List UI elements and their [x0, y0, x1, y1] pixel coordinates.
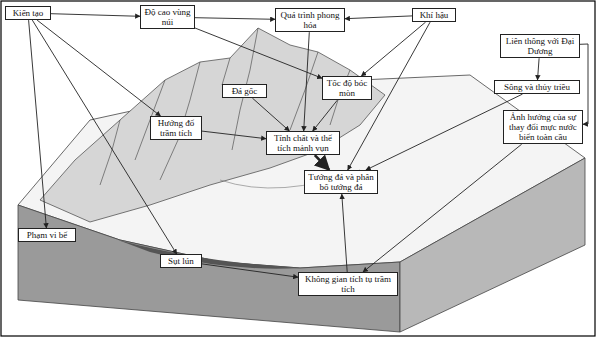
influence-arrow [51, 14, 140, 17]
factor-box: Tốc độ bóc mòn [322, 76, 372, 100]
influence-arrow [345, 16, 412, 19]
influence-arrow [304, 32, 310, 131]
factor-label: Quá trình phong hóa [279, 10, 341, 30]
factor-box: Tướng đá và phân bố tướng đá [304, 170, 378, 194]
mountain-ridges [100, 28, 350, 185]
factor-label: Hướng đổ trầm tích [154, 118, 198, 138]
influence-arrow [538, 58, 540, 80]
factor-box: Đá gốc [222, 84, 267, 98]
factor-label: Liên thông với Đại Dương [504, 36, 576, 56]
factor-label: Tính chất và thể tích mảnh vụn [270, 133, 336, 153]
influence-arrow [195, 28, 322, 78]
influence-arrow [37, 20, 160, 116]
factor-box: Độ cao vùng núi [140, 5, 195, 29]
factor-box: Không gian tích tụ trầm tích [298, 272, 398, 296]
factor-box: Kiến tạo [5, 6, 51, 20]
factor-box: Sụt lún [160, 254, 202, 268]
factor-box: Khí hậu [412, 8, 456, 22]
factor-label: Khí hậu [416, 10, 452, 20]
sediment-layer [118, 240, 300, 269]
influence-arrow [363, 144, 522, 272]
factor-label: Sụt lún [164, 256, 198, 266]
influence-arrow [342, 194, 347, 272]
factor-box: Phạm vi bể [18, 228, 76, 242]
influence-arrow [361, 22, 425, 76]
factor-box: Liên thông với Đại Dương [500, 34, 580, 58]
influence-arrow [29, 20, 47, 228]
factor-box: Hướng đổ trầm tích [150, 116, 202, 140]
influence-arrow [313, 100, 338, 131]
mountain-range [40, 28, 385, 222]
influence-arrow [195, 18, 275, 20]
factor-label: Phạm vi bể [22, 230, 72, 240]
factor-label: Đá gốc [226, 86, 263, 96]
influence-arrow [202, 131, 266, 139]
factor-box: Ảnh hưởng của sự thay đổi mực nước biển … [503, 110, 583, 144]
factor-label: Kiến tạo [9, 8, 47, 18]
influence-arrow [366, 94, 523, 170]
factor-box: Quá trình phong hóa [275, 8, 345, 32]
factor-label: Tướng đá và phân bố tướng đá [308, 172, 374, 192]
factor-label: Tốc độ bóc mòn [326, 78, 368, 98]
influence-arrow [315, 155, 329, 170]
front-face [18, 205, 400, 332]
influence-arrow [252, 98, 289, 131]
factor-box: Sông và thủy triều [494, 80, 580, 94]
factor-label: Độ cao vùng núi [144, 7, 191, 27]
factor-box: Tính chất và thể tích mảnh vụn [266, 131, 340, 155]
factor-label: Sông và thủy triều [498, 82, 576, 92]
influence-arrow [202, 264, 298, 277]
factor-label: Không gian tích tụ trầm tích [302, 274, 394, 294]
side-face [400, 158, 585, 332]
factor-label: Ảnh hưởng của sự thay đổi mực nước biển … [507, 112, 579, 142]
